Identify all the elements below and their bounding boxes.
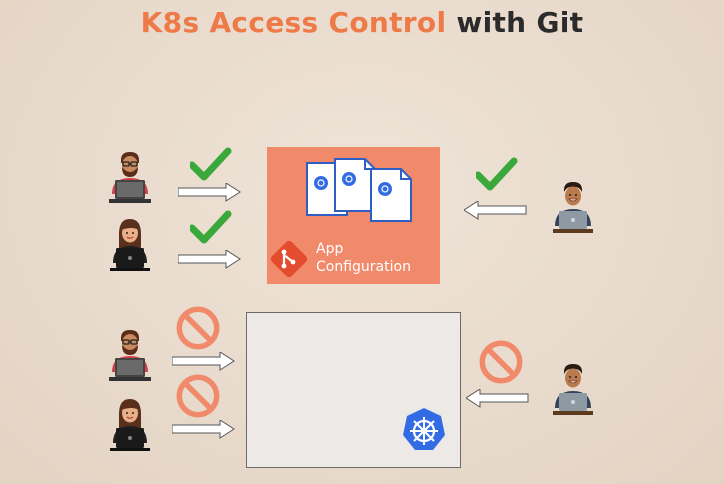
developer-red-shirt-bottom — [108, 329, 152, 382]
label-line-2: Configuration — [316, 259, 411, 275]
no-entry-icon — [479, 340, 523, 384]
title-accent: K8s Access Control — [140, 6, 447, 39]
title-rest: with Git — [446, 6, 584, 39]
arrow-right-icon — [178, 250, 241, 269]
check-icon — [476, 157, 518, 191]
arrow-left-icon — [464, 201, 527, 220]
page-title: K8s Access Control with Git — [0, 6, 724, 39]
arrow-right-icon — [178, 183, 241, 202]
developer-red-shirt-top — [108, 151, 152, 204]
app-configuration-label: App Configuration — [316, 240, 411, 276]
check-icon — [190, 147, 232, 181]
kubernetes-manifest-icon — [370, 168, 412, 222]
no-entry-icon — [176, 374, 220, 418]
developer-woman-bottom — [109, 398, 151, 452]
arrow-left-icon — [466, 389, 529, 408]
no-entry-icon — [176, 306, 220, 350]
git-icon — [270, 240, 308, 278]
operator-man-top — [552, 181, 594, 234]
check-icon — [190, 210, 232, 244]
operator-man-bottom — [552, 363, 594, 416]
kubernetes-helm-icon — [403, 408, 445, 450]
arrow-right-icon — [172, 352, 235, 371]
developer-woman-top — [109, 218, 151, 272]
arrow-right-icon — [172, 420, 235, 439]
label-line-1: App — [316, 241, 344, 257]
